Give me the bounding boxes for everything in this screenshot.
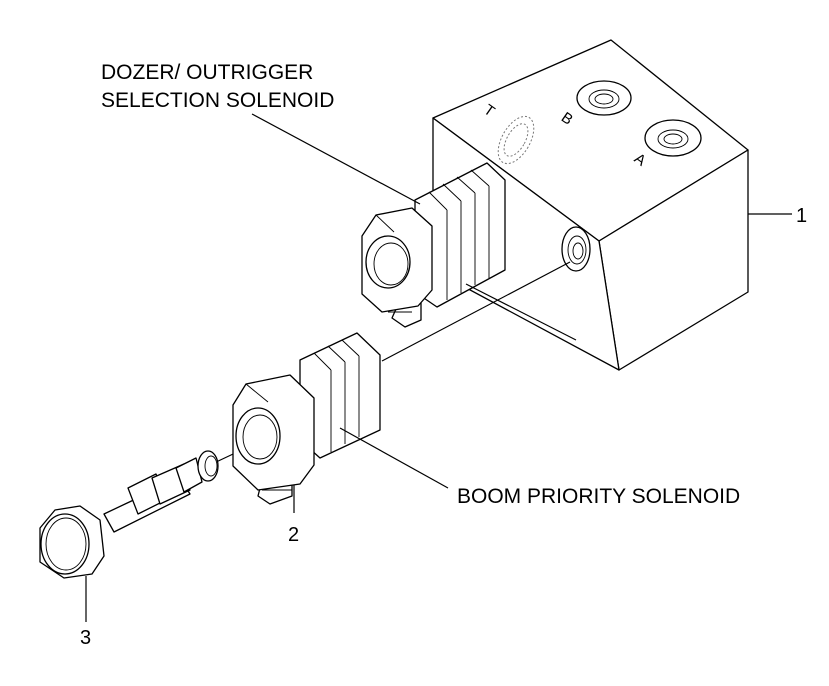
dozer-outrigger-solenoid bbox=[361, 162, 506, 328]
assembly-axis-lower bbox=[381, 261, 571, 362]
cartridge-valve bbox=[39, 450, 219, 579]
item-number-2: 2 bbox=[288, 524, 299, 546]
side-port bbox=[561, 226, 591, 272]
boom-priority-label: BOOM PRIORITY SOLENOID bbox=[457, 485, 740, 508]
dozer-outrigger-label-line2: SELECTION SOLENOID bbox=[101, 89, 334, 112]
leader-dozer bbox=[251, 113, 421, 205]
item-number-1: 1 bbox=[796, 205, 807, 227]
boom-priority-solenoid bbox=[232, 332, 381, 505]
assembly-axis-upper bbox=[465, 283, 577, 341]
dozer-outrigger-label-line1: DOZER/ OUTRIGGER bbox=[101, 61, 313, 84]
item-number-3: 3 bbox=[80, 627, 91, 649]
leader-boom bbox=[339, 427, 449, 489]
